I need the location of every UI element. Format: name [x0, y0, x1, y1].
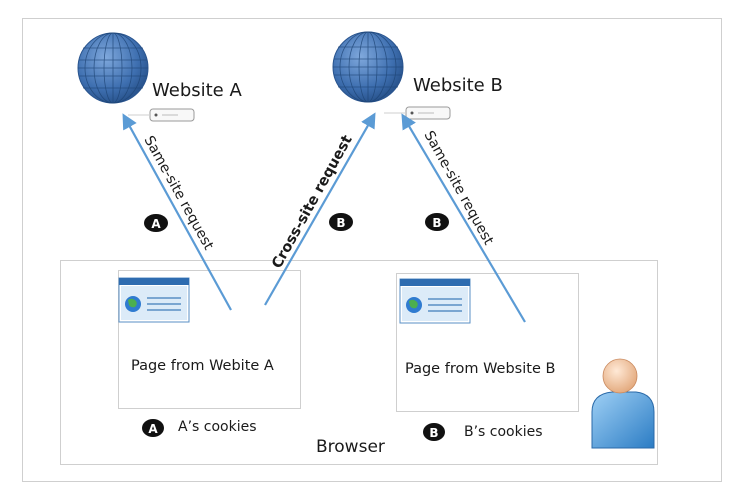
server-icon: [383, 106, 451, 120]
same-site-request-label-b: Same-site request: [421, 128, 497, 248]
svg-text:A: A: [148, 422, 158, 436]
webpage-icon: [399, 278, 471, 324]
svg-text:B: B: [429, 426, 438, 440]
cross-site-request-label: Cross-site request: [269, 133, 356, 272]
page-a-label: Page from Webite A: [131, 358, 274, 374]
website-b-label: Website B: [413, 75, 503, 96]
badge-a-cookies: A: [142, 419, 164, 437]
a-cookies-label: A’s cookies: [178, 419, 257, 435]
user-icon: [591, 358, 655, 449]
browser-label: Browser: [316, 437, 385, 457]
badge-b-cross-request: B: [329, 213, 353, 231]
webpage-icon: [118, 277, 190, 323]
same-site-arrow-a: [122, 113, 232, 311]
same-site-request-label-a: Same-site request: [141, 133, 217, 253]
badge-b-cookies: B: [423, 423, 445, 441]
globe-icon: [332, 31, 404, 103]
same-site-arrow-b: [401, 113, 526, 323]
b-cookies-label: B’s cookies: [464, 424, 543, 440]
badge-b-request: B: [425, 213, 449, 231]
svg-text:A: A: [151, 217, 161, 231]
cross-site-arrow: [264, 112, 376, 306]
website-a-label: Website A: [152, 80, 242, 101]
svg-text:B: B: [336, 216, 345, 230]
svg-text:B: B: [432, 216, 441, 230]
page-b-label: Page from Website B: [405, 361, 556, 377]
server-icon: [127, 108, 195, 122]
badge-a-request: A: [144, 214, 168, 232]
globe-icon: [77, 32, 149, 104]
